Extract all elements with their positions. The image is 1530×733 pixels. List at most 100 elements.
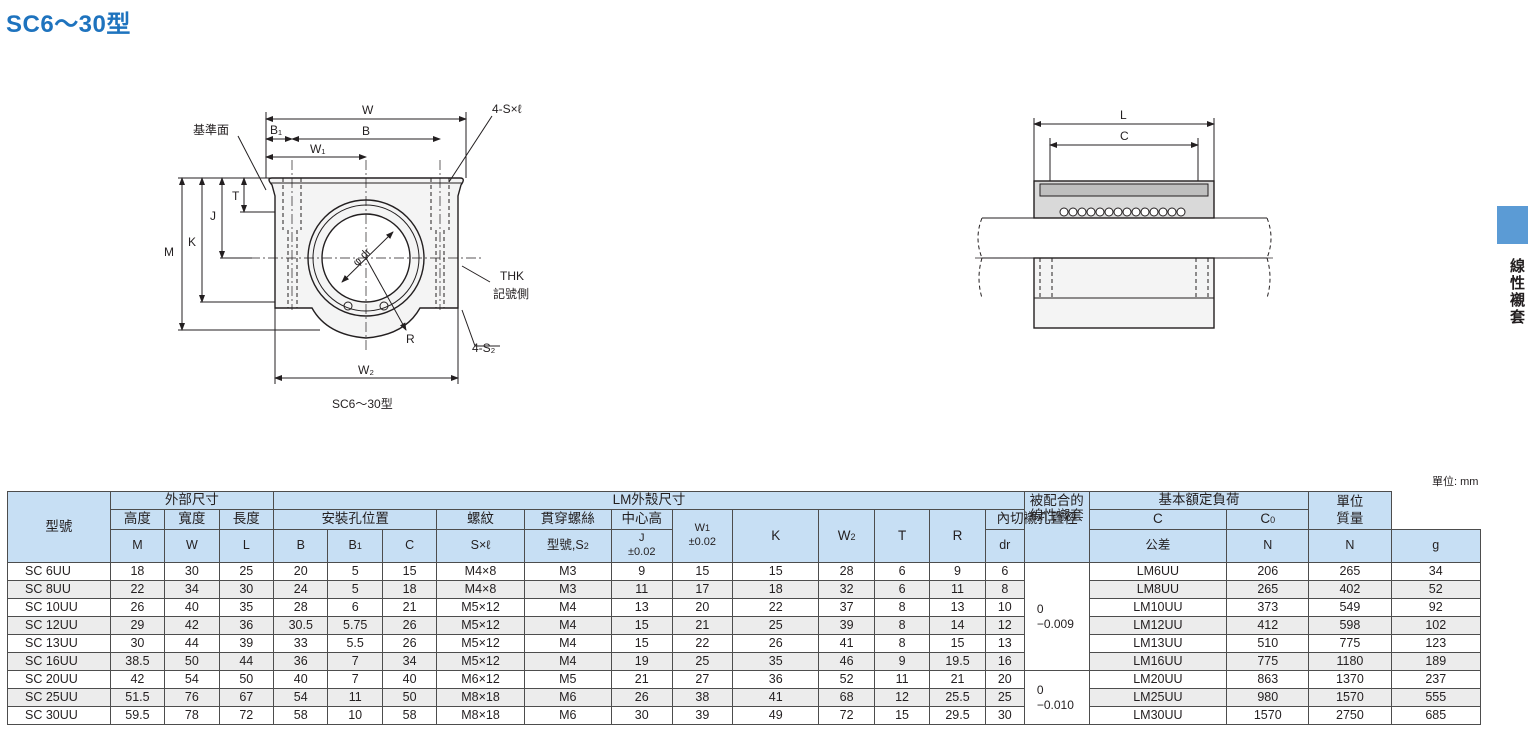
cell: 22 <box>671 634 734 653</box>
cell: 42 <box>164 616 220 635</box>
header-load: 基本額定負荷 <box>1088 491 1310 510</box>
cell: 41 <box>818 634 875 653</box>
cell-model: SC 6UU <box>7 562 111 581</box>
header-g: g <box>1390 529 1481 563</box>
cell: 6 <box>873 562 931 581</box>
cell: 9 <box>610 562 673 581</box>
header-n1: N <box>1226 529 1310 563</box>
spec-table-body: SC 6UU 18 30 25 20 5 15 M4×8 M3 9 15 15 … <box>7 562 1481 725</box>
header-thread: 螺紋 <box>436 509 525 530</box>
header-m: M <box>109 529 166 563</box>
cell: 11 <box>610 580 673 599</box>
cell: 7 <box>327 670 383 689</box>
cell: M3 <box>523 580 612 599</box>
cell: 412 <box>1226 616 1310 635</box>
cell-bushing: LM16UU <box>1088 652 1228 671</box>
cell: 21 <box>381 598 438 617</box>
cell: 6 <box>873 580 931 599</box>
cell-model: SC 25UU <box>7 688 111 707</box>
cell: 30 <box>109 634 166 653</box>
cell: 38.5 <box>109 652 166 671</box>
cell: 52 <box>818 670 875 689</box>
cell: 22 <box>109 580 166 599</box>
cell: 27 <box>671 670 734 689</box>
cell: 39 <box>818 616 875 635</box>
cell: 775 <box>1308 634 1392 653</box>
cell: 21 <box>929 670 986 689</box>
cell: 42 <box>109 670 166 689</box>
label-s2: 4-S₂ <box>472 341 496 355</box>
cell: 50 <box>381 688 438 707</box>
side-view-diagram: L C <box>960 100 1290 340</box>
cell: 20 <box>984 670 1025 689</box>
cell: 39 <box>671 706 734 725</box>
cell: 44 <box>218 652 275 671</box>
cell-model: SC 12UU <box>7 616 111 635</box>
header-w2: W2 <box>818 509 875 563</box>
header-length: 長度 <box>218 509 275 530</box>
cell: 102 <box>1390 616 1481 635</box>
cell: 40 <box>273 670 329 689</box>
cell: 40 <box>381 670 438 689</box>
cell: 15 <box>381 562 438 581</box>
cell: 30 <box>984 706 1025 725</box>
cell: 14 <box>929 616 986 635</box>
cell: 52 <box>1390 580 1481 599</box>
cell: 265 <box>1308 562 1392 581</box>
cell: 15 <box>610 634 673 653</box>
tol-lower: −0.009 <box>1036 616 1074 631</box>
section-label: 線性襯套 <box>1508 258 1525 326</box>
header-t: T <box>873 509 931 563</box>
cell-bushing: LM20UU <box>1088 670 1228 689</box>
cell: 1370 <box>1308 670 1392 689</box>
cell: 40 <box>164 598 220 617</box>
header-bore: 內切襯孔直徑 <box>984 509 1090 530</box>
cell: 10 <box>327 706 383 725</box>
cell: M4 <box>523 598 612 617</box>
cell: 67 <box>218 688 275 707</box>
cell: 13 <box>929 598 986 617</box>
label-w: W <box>362 103 374 117</box>
cell: 20 <box>671 598 734 617</box>
cell: 11 <box>929 580 986 599</box>
label-thk-side: 記號側 <box>493 286 529 301</box>
table-row: SC 6UU 18 30 25 20 5 15 M4×8 M3 9 15 15 … <box>7 562 1481 671</box>
cell: 555 <box>1390 688 1481 707</box>
header-s2-sub: 2 <box>583 541 589 552</box>
table-row: SC 20UU 42 54 50 40 7 40 M6×12 M5 21 27 … <box>7 670 1481 725</box>
cell: 2750 <box>1308 706 1392 725</box>
cell-model: SC 13UU <box>7 634 111 653</box>
cell: M5×12 <box>436 634 525 653</box>
cell: 12 <box>984 616 1025 635</box>
cell: 35 <box>218 598 275 617</box>
cell: 6 <box>984 562 1025 581</box>
header-b1-sub: 1 <box>356 541 362 552</box>
header-n2: N <box>1308 529 1392 563</box>
cell: 863 <box>1226 670 1310 689</box>
cell: 123 <box>1390 634 1481 653</box>
cell: 28 <box>818 562 875 581</box>
header-w2-label: W <box>837 527 851 543</box>
label-m: M <box>164 245 174 259</box>
cell: M5 <box>523 670 612 689</box>
cell-bushing: LM25UU <box>1088 688 1228 707</box>
cell: 26 <box>109 598 166 617</box>
cell: 26 <box>610 688 673 707</box>
cell: 36 <box>218 616 275 635</box>
header-s2-label: 型號,S <box>546 538 584 553</box>
cell: 51.5 <box>109 688 166 707</box>
cell: 8 <box>984 580 1025 599</box>
diagram-caption: SC6～30型 <box>332 397 393 411</box>
cell: 29.5 <box>929 706 986 725</box>
cell: 11 <box>327 688 383 707</box>
header-mass-1: 單位 <box>1336 493 1364 509</box>
cell: 92 <box>1390 598 1481 617</box>
cell-tolerance-group-1: 0−0.009 <box>1023 562 1090 671</box>
section-tab[interactable] <box>1497 206 1528 244</box>
cell-model: SC 10UU <box>7 598 111 617</box>
table-row: SC 8UU 22 34 30 24 5 18 M4×8 M3 11 17 18… <box>7 580 1481 599</box>
cell: 8 <box>873 598 931 617</box>
label-k: K <box>188 235 196 249</box>
cell: 15 <box>873 706 931 725</box>
cell: 37 <box>818 598 875 617</box>
